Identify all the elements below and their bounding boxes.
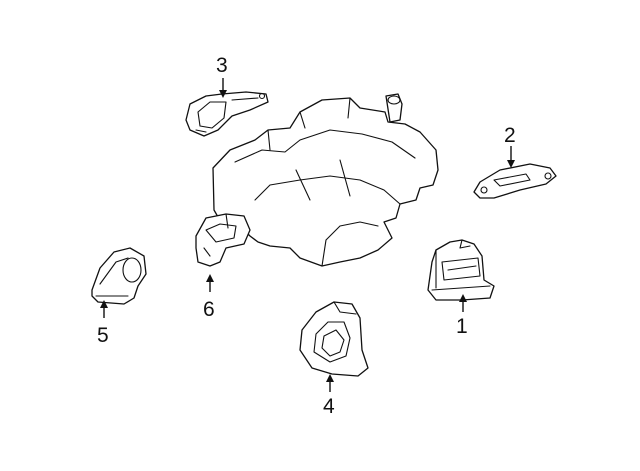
part-2-bracket — [473, 163, 557, 199]
part-1-right-mount — [427, 239, 495, 301]
part-5-left-mount — [91, 247, 147, 305]
callout-arrows — [100, 78, 515, 392]
callout-1: 1 — [456, 315, 468, 338]
part-6-bracket — [195, 213, 251, 267]
callout-2: 2 — [504, 124, 516, 147]
engine-block — [212, 93, 439, 267]
callout-4: 4 — [323, 395, 335, 418]
callout-3: 3 — [216, 54, 228, 77]
callout-6: 6 — [203, 298, 215, 321]
callout-5: 5 — [97, 324, 109, 347]
part-3-bracket — [185, 91, 269, 137]
callout-labels: 1 2 3 4 5 6 — [97, 54, 516, 418]
part-4-rear-mount — [299, 301, 369, 377]
